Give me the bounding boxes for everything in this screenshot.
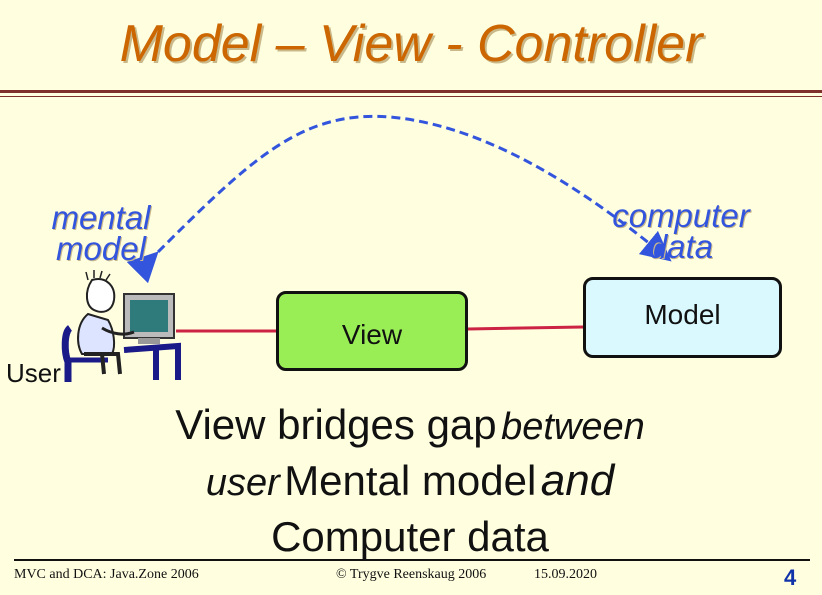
mental-model-label: mental model: [51, 199, 151, 267]
summary-line-2-italic: user: [205, 462, 280, 504]
footer-left-text: MVC and DCA: Java.Zone 2006: [14, 567, 199, 582]
footer-date: 15.09.2020: [534, 567, 597, 582]
footer-divider: [14, 559, 810, 561]
view-box: View: [276, 291, 468, 371]
slide-title: Model – View - Controller: [119, 15, 703, 73]
title-divider-thin: [0, 96, 822, 97]
view-model-connector: [467, 325, 584, 331]
title-divider-thick: [0, 90, 822, 93]
summary-line-1: View bridges gap between: [60, 402, 760, 458]
summary-line-2-and: and: [540, 456, 615, 505]
page-number: 4: [784, 565, 797, 590]
summary-line-1-italic: between: [501, 406, 645, 448]
summary-line-1-bold: View bridges gap: [175, 401, 497, 448]
model-box-label: Model: [644, 298, 721, 330]
summary-line-2-bold: Mental model: [284, 457, 537, 504]
computer-data-label: computer data: [612, 197, 750, 265]
summary-statement: View bridges gap between user Mental mod…: [60, 402, 760, 570]
footer-copyright: © Trygve Reenskaug 2006: [336, 567, 487, 582]
user-label: User: [6, 358, 61, 388]
summary-line-3: Computer data: [60, 514, 760, 570]
dashed-arc-connector: [126, 114, 672, 284]
view-box-label: View: [341, 319, 403, 350]
user-at-computer-icon: [61, 270, 181, 382]
summary-line-2: user Mental model and: [60, 458, 760, 514]
model-box: Model: [583, 277, 782, 358]
summary-line-3-bold: Computer data: [271, 513, 549, 560]
